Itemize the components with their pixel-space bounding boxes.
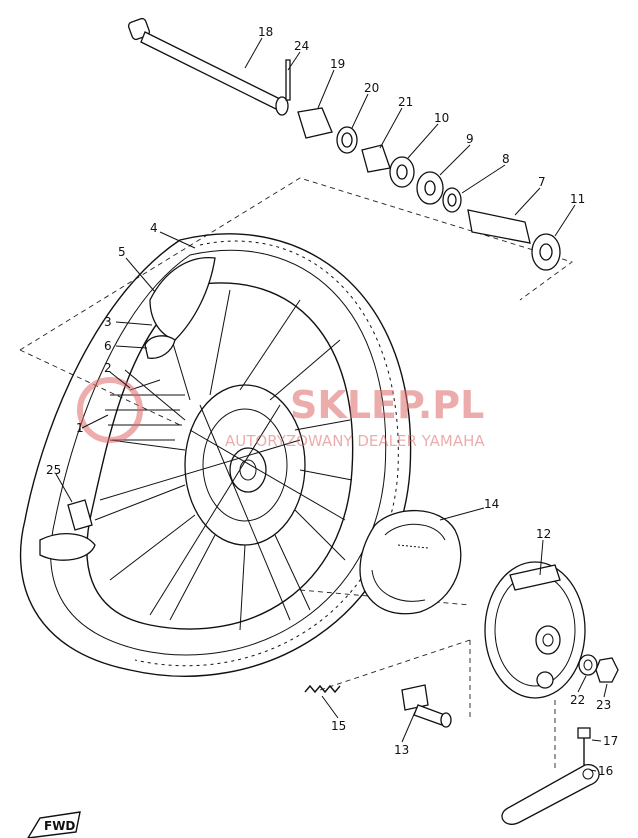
- nut: [595, 657, 619, 683]
- washer: [578, 654, 598, 676]
- spacer-21: [361, 144, 391, 173]
- callout-15: 15: [331, 719, 346, 733]
- brake-plate: [484, 561, 586, 699]
- callout-14: 14: [484, 497, 499, 511]
- leader-lines: [55, 37, 608, 772]
- callout-18: 18: [258, 25, 273, 39]
- axle-side-parts: [285, 59, 561, 271]
- callout-5: 5: [118, 245, 126, 259]
- callout-3: 3: [104, 315, 112, 329]
- callout-12: 12: [536, 527, 551, 541]
- callout-4: 4: [150, 221, 158, 235]
- spacer-7: [467, 209, 531, 244]
- collar-19: [297, 107, 333, 139]
- callout-6: 6: [104, 339, 112, 353]
- callout-24: 24: [294, 39, 309, 53]
- spoke-bundle: [105, 379, 185, 441]
- valve-cap: [67, 499, 93, 531]
- brake-camshaft: [401, 684, 452, 728]
- callout-16: 16: [598, 764, 613, 778]
- dealer-watermark: SKLEP.PL AUTORYZOWANY DEALER YAMAHA: [77, 377, 485, 450]
- callout-8: 8: [502, 152, 510, 166]
- callout-1: 1: [76, 421, 84, 435]
- watermark-tagline: AUTORYZOWANY DEALER YAMAHA: [225, 432, 485, 450]
- callout-21: 21: [398, 95, 413, 109]
- callout-9: 9: [466, 132, 474, 146]
- tube-and-band: [144, 256, 216, 359]
- brake-shoes: [359, 509, 462, 615]
- camshaft-lever: [501, 727, 600, 825]
- callout-23: 23: [596, 698, 611, 712]
- callout-labels: 18 24 19 20 21 10 9 8 7 11 4 5 3 6 2 1 2…: [46, 25, 618, 778]
- callout-19: 19: [330, 57, 345, 71]
- fwd-label: FWD: [44, 819, 75, 833]
- cotter-pin: [285, 59, 291, 101]
- return-spring: [304, 684, 341, 694]
- watermark-brand: SKLEP.PL: [290, 383, 484, 427]
- callout-17: 17: [603, 734, 618, 748]
- callout-22: 22: [570, 693, 585, 707]
- callout-7: 7: [538, 175, 546, 189]
- front-axle: [127, 17, 289, 116]
- front-wheel: [19, 233, 412, 677]
- callout-13: 13: [394, 743, 409, 757]
- callout-2: 2: [104, 361, 112, 375]
- callout-20: 20: [364, 81, 379, 95]
- callout-25: 25: [46, 463, 61, 477]
- callout-11: 11: [570, 192, 585, 206]
- fwd-arrow: FWD: [27, 811, 81, 838]
- watermark-logo-icon: [77, 377, 143, 443]
- callout-10: 10: [434, 111, 449, 125]
